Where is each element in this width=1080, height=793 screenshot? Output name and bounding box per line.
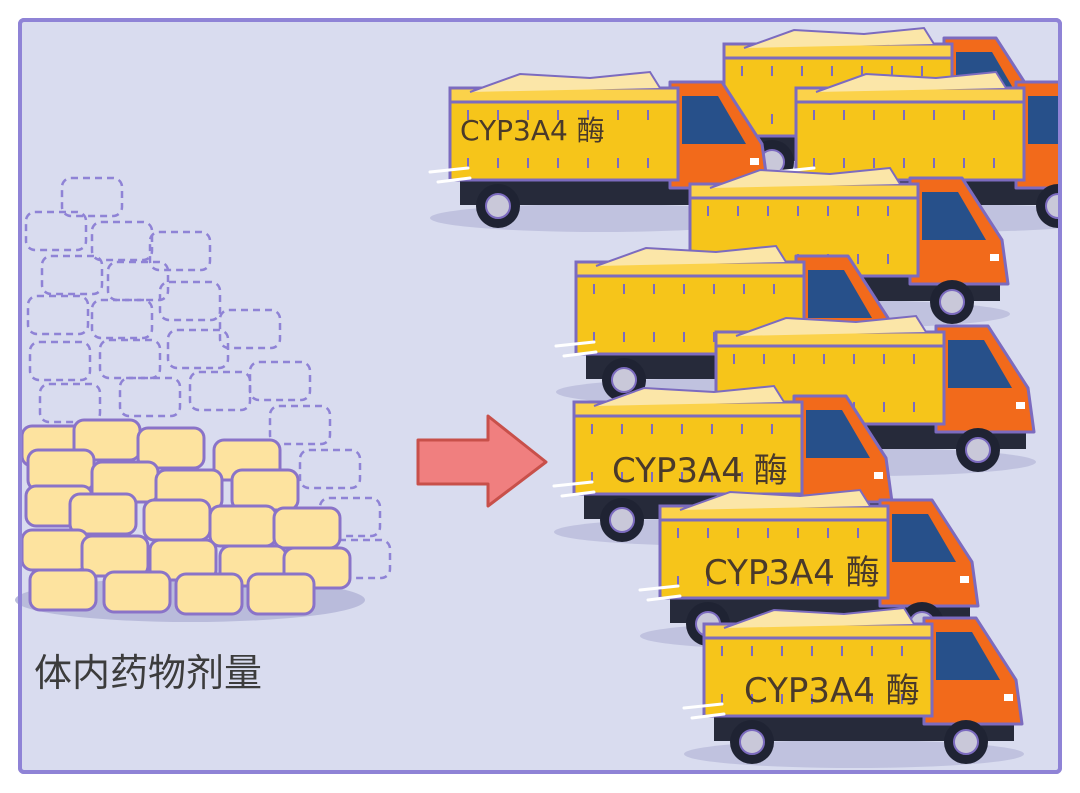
arrow-right-icon xyxy=(416,414,548,508)
truck: CYP3A4 酶 xyxy=(552,384,896,548)
truck: CYP3A4 酶 xyxy=(638,488,982,652)
drug-dose-caption: 体内药物剂量 xyxy=(34,651,262,695)
truck-label: CYP3A4 酶 xyxy=(744,671,920,711)
truck-label: CYP3A4 酶 xyxy=(612,451,788,491)
truck-label: CYP3A4 酶 xyxy=(704,553,880,593)
truck-label: CYP3A4 酶 xyxy=(460,114,605,147)
truck: CYP3A4 酶 xyxy=(428,70,772,234)
truck-fleet: CYP3A4 酶 CYP3A4 酶 CYP3A4 酶 CYP3A4 酶 xyxy=(428,26,1080,770)
truck: CYP3A4 酶 xyxy=(682,606,1026,770)
